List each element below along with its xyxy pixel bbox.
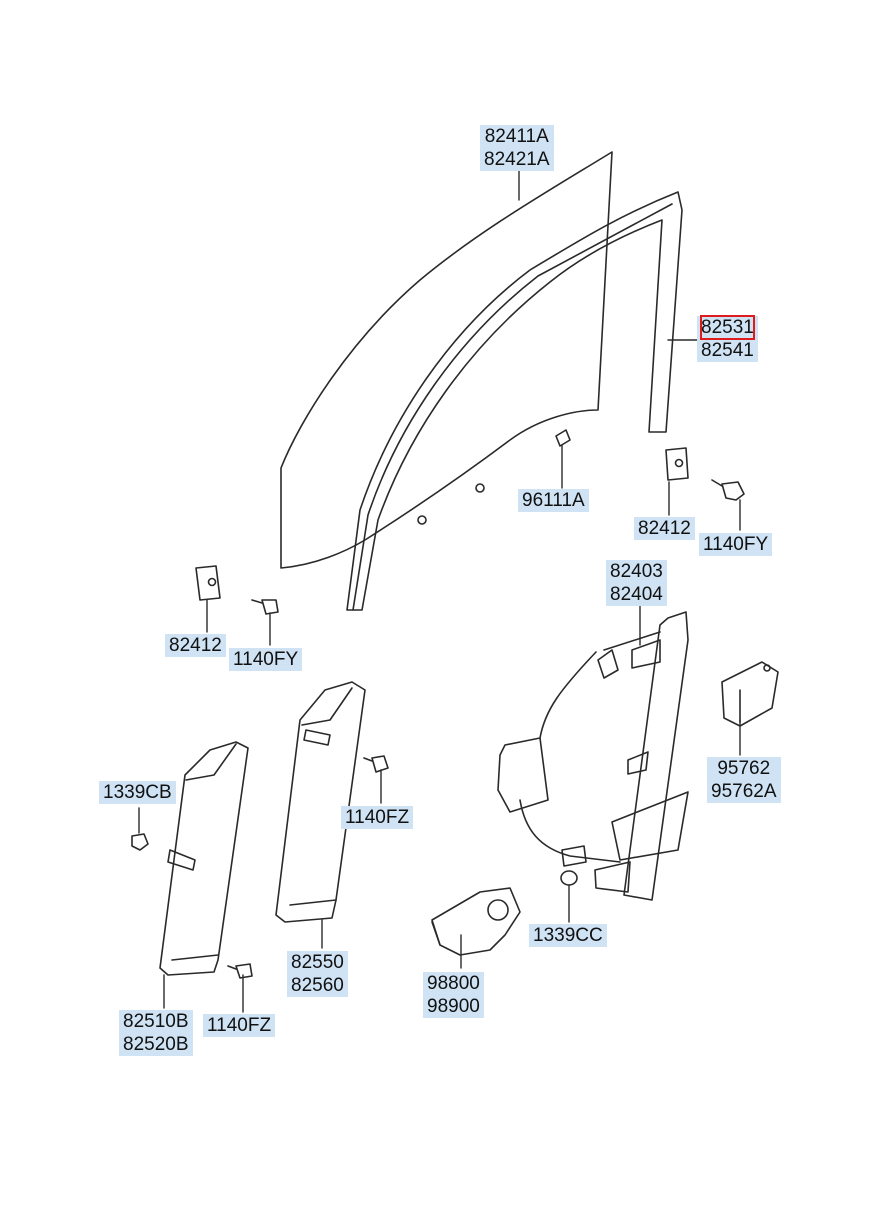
grommet-drawing — [560, 870, 578, 886]
clip-left-drawing — [195, 565, 221, 601]
bolt-low-drawing — [227, 963, 253, 979]
bolt-mid-drawing — [363, 755, 389, 773]
label-clip-left: 82412 — [165, 634, 226, 657]
label-bolt-low: 1140FZ — [203, 1014, 276, 1037]
label-bolt-left: 1140FY — [229, 648, 303, 671]
regulator-drawing — [497, 611, 689, 901]
label-bolt-mid: 1140FZ — [341, 806, 414, 829]
label-bolt-right: 1140FY — [699, 533, 773, 556]
pad-drawing — [555, 429, 571, 447]
highlighted-part-number: 82531 — [700, 315, 755, 340]
label-clip-right: 82412 — [634, 517, 695, 540]
label-pad: 96111A — [518, 489, 589, 512]
channel-left-drawing — [159, 741, 249, 976]
nut-drawing — [131, 833, 149, 851]
channel-mid-drawing — [275, 681, 366, 923]
door-glass-drawing — [280, 151, 613, 569]
label-nut: 1339CB — [99, 781, 176, 804]
motor-drawing — [431, 887, 521, 956]
label-grommet: 1339CC — [529, 924, 607, 947]
module-drawing — [721, 661, 779, 727]
bolt-right-drawing — [711, 479, 745, 501]
glass-run-drawing — [346, 191, 683, 611]
bolt-left-drawing — [251, 599, 279, 615]
clip-right-drawing — [665, 447, 689, 481]
